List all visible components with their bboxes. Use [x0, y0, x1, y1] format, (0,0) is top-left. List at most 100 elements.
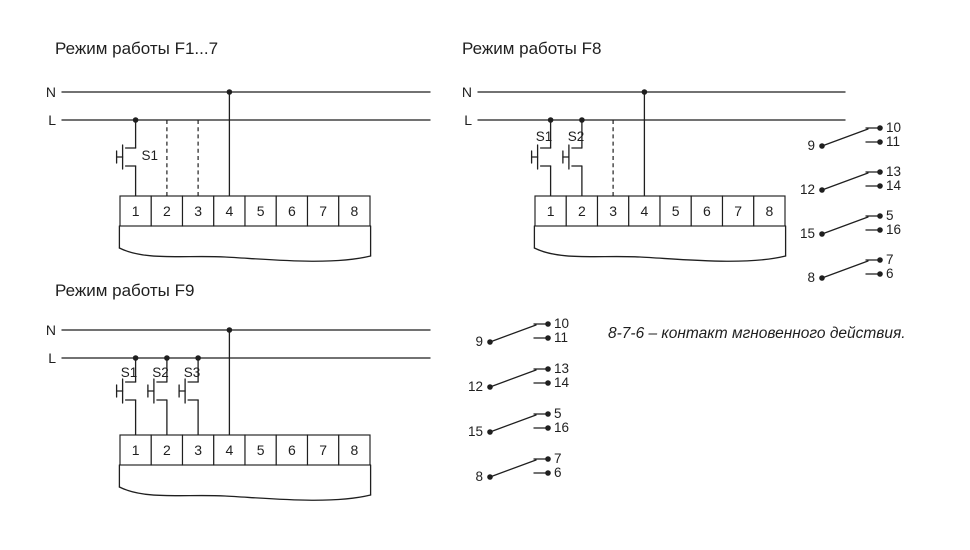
- switch-s3-label: S3: [184, 365, 201, 380]
- contact-top-label: 5: [886, 208, 894, 223]
- terminal-cell: [244, 195, 277, 227]
- terminal-cell: [338, 195, 371, 227]
- contact-pivot-label: 15: [468, 424, 483, 439]
- terminal-number: 5: [672, 203, 680, 219]
- contact-top-label: 7: [554, 451, 562, 466]
- contact-pivot-label: 9: [475, 334, 483, 349]
- contact-pivot-label: 12: [800, 182, 815, 197]
- terminal-cell: [690, 195, 724, 227]
- neutral-line-label: N: [462, 84, 472, 100]
- terminal-number: 1: [132, 203, 140, 219]
- terminal-number: 7: [319, 442, 327, 458]
- neutral-line-label: N: [46, 84, 56, 100]
- enclosure-wave: [118, 486, 372, 501]
- f8-output-contacts: 9 10 11 12 13 14 15 5 16 8 7 6: [800, 120, 902, 285]
- contact-bottom-label: 6: [886, 266, 894, 281]
- changeover-contact: [486, 320, 552, 346]
- terminal-number: 4: [226, 203, 234, 219]
- terminal-number: 5: [257, 203, 265, 219]
- contact-bottom-label: 11: [886, 134, 900, 149]
- enclosure-wave: [533, 247, 787, 262]
- terminal-cell: [275, 434, 309, 466]
- terminal-cell: [565, 195, 599, 227]
- contact-pivot-label: 8: [475, 469, 483, 484]
- contact-bottom-label: 6: [554, 465, 562, 480]
- terminal-cell: [181, 195, 215, 227]
- terminal-cell: [306, 434, 340, 466]
- terminal-block: 1 2 3 4 5 6 7 8: [534, 195, 786, 227]
- terminal-number: 7: [319, 203, 327, 219]
- terminal-number: 6: [703, 203, 711, 219]
- diagram-f8-title: Режим работы F8: [462, 39, 601, 58]
- contact-top-label: 13: [554, 361, 569, 376]
- contact-top-label: 5: [554, 406, 562, 421]
- contact-top-label: 10: [554, 316, 569, 331]
- changeover-contact: [818, 256, 884, 282]
- switch-s1-label: S1: [536, 129, 553, 144]
- terminal-cell: [213, 195, 246, 227]
- contact-bottom-label: 14: [886, 178, 902, 193]
- switch-s2-label: S2: [568, 129, 585, 144]
- terminal-number: 3: [194, 203, 202, 219]
- terminal-cell: [275, 195, 309, 227]
- terminal-number: 3: [194, 442, 202, 458]
- terminal-number: 8: [351, 442, 359, 458]
- terminal-number: 6: [288, 442, 296, 458]
- terminal-cell: [753, 195, 786, 227]
- instant-contact-note: 8-7-6 – контакт мгновенного действия.: [608, 325, 906, 342]
- contact-top-label: 13: [886, 164, 901, 179]
- diagram-f9-title: Режим работы F9: [55, 281, 194, 300]
- contact-bottom-label: 16: [554, 420, 569, 435]
- switch-s1-label: S1: [142, 148, 159, 163]
- f9-output-contacts: 9 10 11 12 13 14 15 5 16 8 7 6: [468, 316, 570, 484]
- diagram-f1-7-title: Режим работы F1...7: [55, 39, 218, 58]
- terminal-number: 8: [766, 203, 774, 219]
- switch-symbol: [115, 378, 137, 404]
- terminal-number: 1: [547, 203, 555, 219]
- contact-bottom-label: 14: [554, 375, 570, 390]
- switch-symbol: [178, 378, 199, 404]
- changeover-contact: [818, 168, 884, 194]
- terminal-number: 3: [609, 203, 617, 219]
- diagram-f1-7: Режим работы F1...7 N L S1 1 2 3 4 5: [46, 39, 431, 262]
- contact-bottom-label: 16: [886, 222, 901, 237]
- contact-bottom-label: 11: [554, 330, 568, 345]
- changeover-contact: [486, 410, 552, 436]
- switch-symbol: [115, 144, 137, 170]
- terminal-cell: [306, 195, 340, 227]
- terminal-cell: [150, 434, 184, 466]
- terminal-number: 2: [163, 442, 171, 458]
- live-line-label: L: [48, 350, 56, 366]
- live-line-label: L: [464, 112, 472, 128]
- terminal-cell: [659, 195, 692, 227]
- contact-top-label: 7: [886, 252, 894, 267]
- changeover-contact: [486, 455, 552, 481]
- changeover-contact: [818, 124, 884, 150]
- terminal-number: 5: [257, 442, 265, 458]
- terminal-number: 6: [288, 203, 296, 219]
- terminal-number: 1: [132, 442, 140, 458]
- terminal-number: 4: [226, 442, 234, 458]
- diagram-f9: Режим работы F9 N L S1 S2 S3: [46, 281, 431, 501]
- diagram-f8: Режим работы F8 N L S1 S2 1 2 3: [462, 39, 846, 262]
- terminal-number: 2: [163, 203, 171, 219]
- terminal-cell: [338, 434, 371, 466]
- terminal-number: 7: [734, 203, 742, 219]
- terminal-block: 1 2 3 4 5 6 7 8: [119, 434, 371, 466]
- switch-symbol: [147, 378, 168, 404]
- neutral-line-label: N: [46, 322, 56, 338]
- terminal-cell: [534, 195, 567, 227]
- terminal-block: 1 2 3 4 5 6 7 8: [119, 195, 371, 227]
- contact-top-label: 10: [886, 120, 901, 135]
- contact-pivot-label: 9: [807, 138, 815, 153]
- switch-symbol: [562, 144, 583, 170]
- terminal-cell: [119, 434, 152, 466]
- terminal-number: 8: [351, 203, 359, 219]
- terminal-number: 4: [641, 203, 649, 219]
- terminal-cell: [244, 434, 277, 466]
- live-line-label: L: [48, 112, 56, 128]
- switch-s1-label: S1: [121, 365, 138, 380]
- terminal-cell: [150, 195, 184, 227]
- switch-symbol: [530, 144, 552, 170]
